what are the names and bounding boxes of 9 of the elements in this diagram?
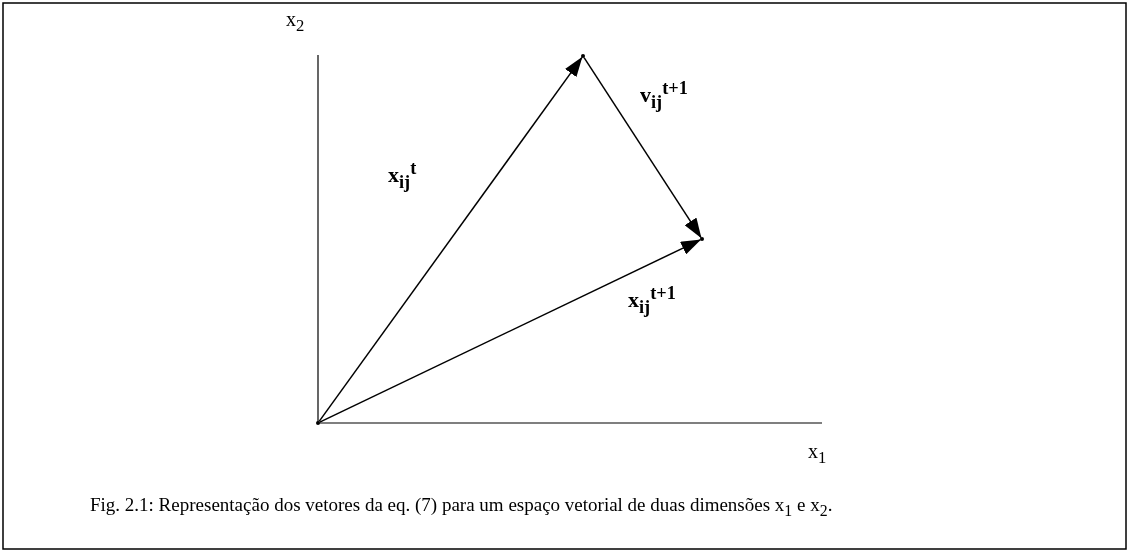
vector-endpoint xyxy=(316,421,320,425)
figure-caption: Fig. 2.1: Representação dos vetores da eq. (7) para um espaço vetorial de duas dimensões x$_{1}$ e x$_{2}$. xyxy=(90,494,833,520)
vector-endpoint xyxy=(581,54,585,58)
vector-endpoint xyxy=(700,237,704,241)
axis-label: x$_{1}$ xyxy=(808,440,827,468)
vector-arrow xyxy=(319,239,702,423)
vector-arrow xyxy=(318,56,583,423)
axis-label: x$_{2}$ xyxy=(286,8,305,36)
vector-arrow xyxy=(583,56,702,239)
